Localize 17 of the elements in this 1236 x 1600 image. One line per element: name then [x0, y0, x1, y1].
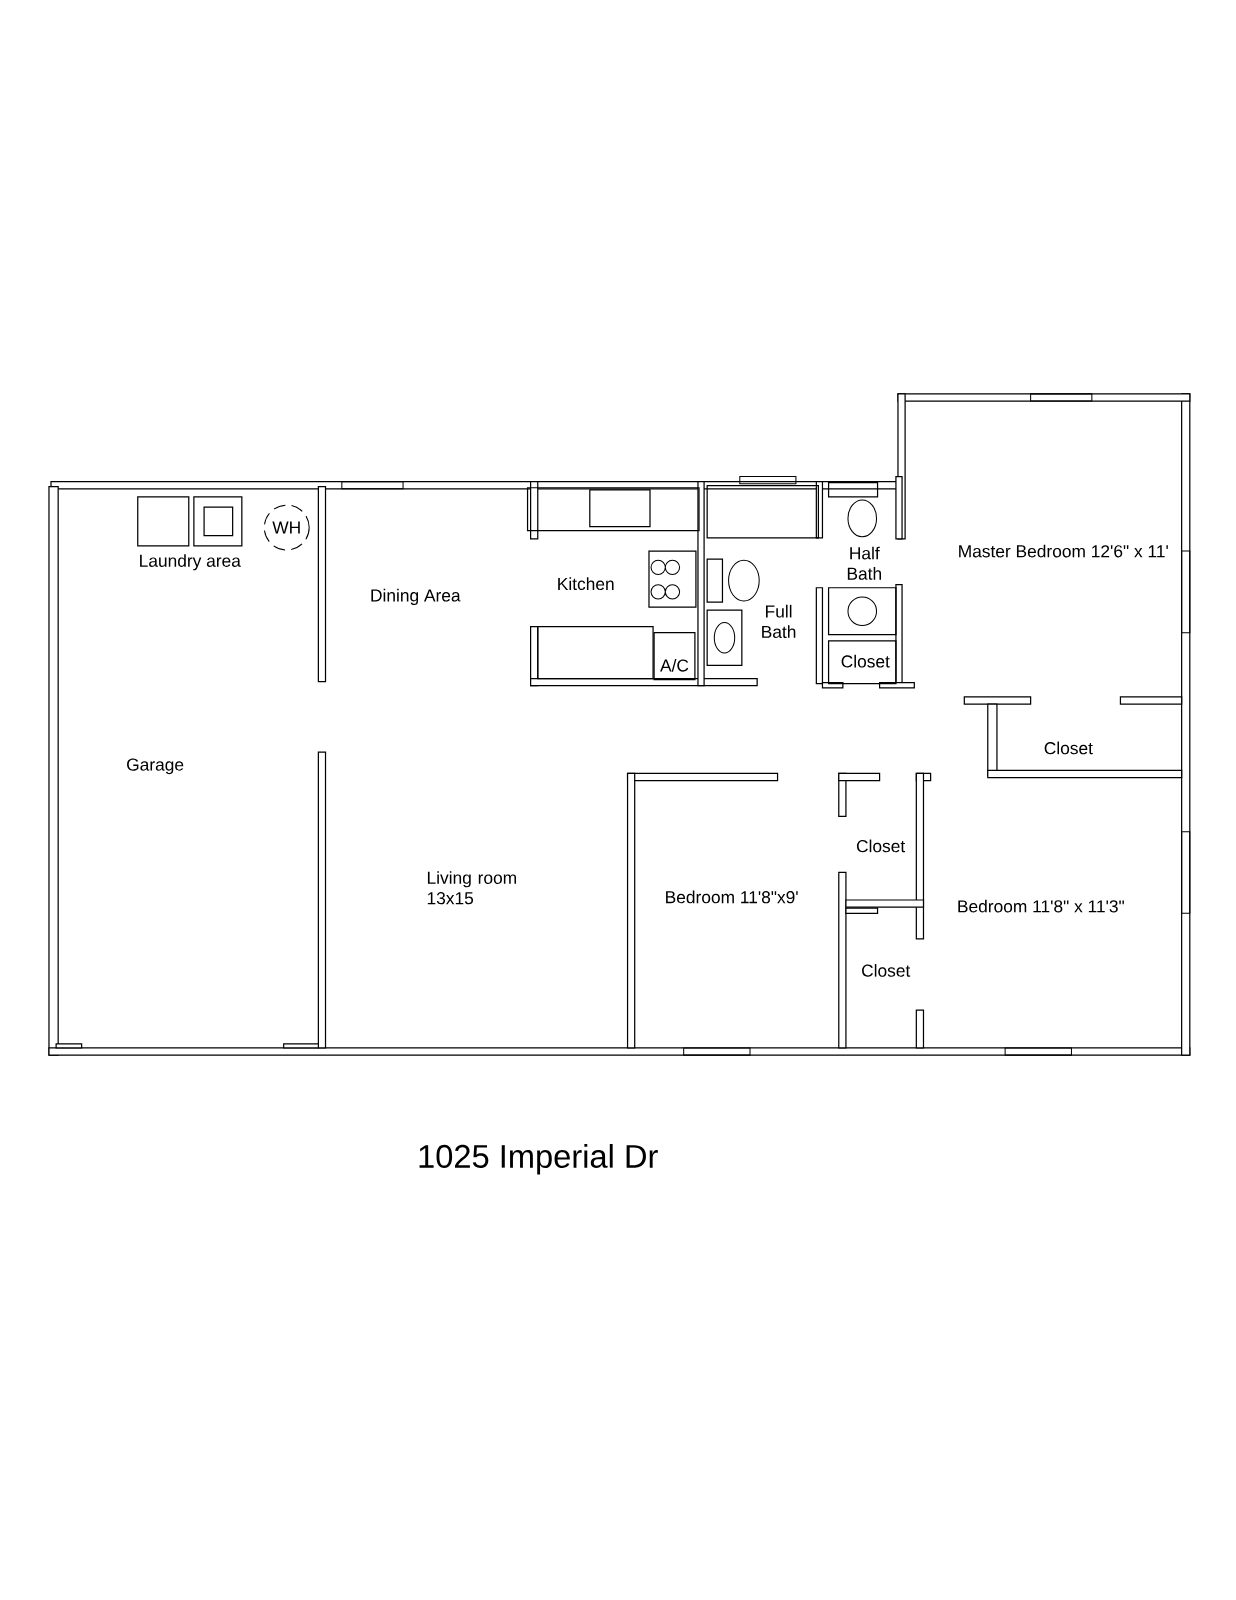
room-label: Bedroom 11'8"x9': [666, 890, 798, 904]
room-label: Closet: [862, 964, 911, 977]
address-title: 1025 Imperial Dr: [419, 1144, 658, 1175]
room-label: Living room 13x15: [428, 871, 517, 905]
room-label: Closet: [841, 654, 890, 668]
room-label: Closet: [1044, 741, 1093, 755]
room-label: Dining Area: [371, 588, 461, 605]
room-label: Bedroom 11'8" x 11'3": [958, 899, 1125, 913]
room-label: Closet: [857, 839, 906, 853]
fixture-label: WH: [272, 521, 300, 534]
room-label: Garage: [127, 758, 184, 775]
room-label: Full Bath: [762, 604, 796, 638]
room-label: Laundry area: [140, 554, 241, 571]
room-label: Half Bath: [848, 546, 882, 580]
fixture-label: A/C: [660, 658, 689, 672]
room-label: Master Bedroom 12'6" x 11': [959, 544, 1169, 558]
room-label: Kitchen: [558, 577, 614, 591]
